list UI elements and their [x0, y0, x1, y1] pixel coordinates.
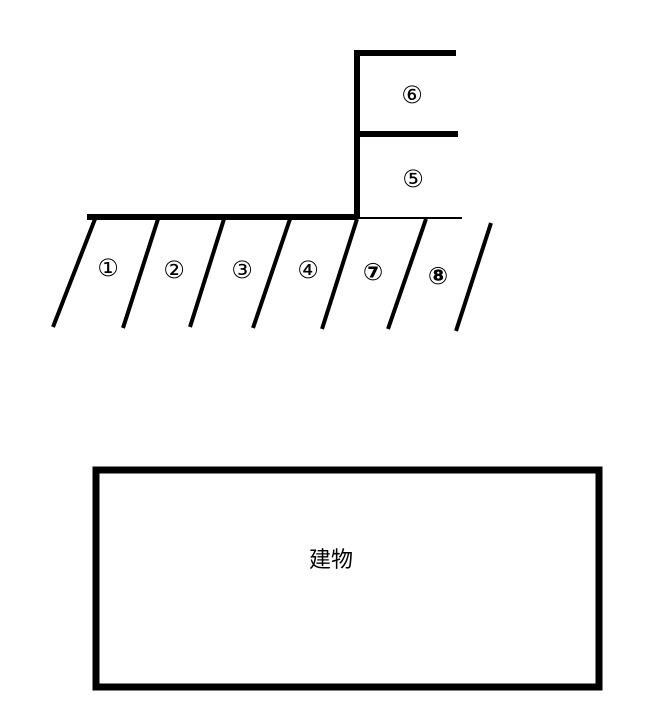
- slot-label-8: ⑧: [428, 262, 448, 290]
- slot-divider-line: [188, 218, 226, 328]
- building-label: 建物: [309, 548, 353, 573]
- slot-label-3: ③: [231, 256, 253, 284]
- slot-divider-line: [51, 218, 97, 328]
- slot-label-4: ④: [297, 256, 319, 284]
- slot-label-1: ①: [97, 254, 119, 282]
- slot-label-2: ②: [163, 256, 185, 284]
- building-outline: [92, 466, 603, 691]
- slot-label-6: ⑥: [401, 81, 423, 109]
- slot-label-5: ⑤: [402, 165, 424, 193]
- slot-divider-line: [320, 218, 359, 330]
- slot-divider-line: [121, 218, 160, 329]
- slot-divider-line: [386, 218, 428, 330]
- slot-divider-line: [454, 222, 493, 332]
- slot-divider-line: [251, 218, 292, 329]
- slot-label-7: ⑦: [363, 258, 383, 286]
